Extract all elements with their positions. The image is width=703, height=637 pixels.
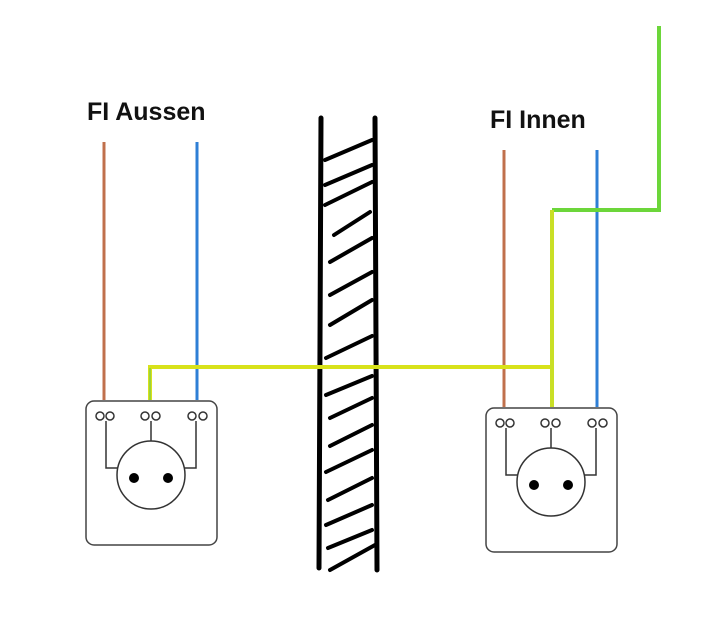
fi-aussen-label: FI Aussen — [87, 98, 206, 126]
green-wire — [552, 26, 661, 212]
socket-inner — [485, 407, 618, 553]
outer-socket-face — [116, 440, 186, 510]
inner-socket-face — [516, 447, 586, 517]
fi-innen-label: FI Innen — [490, 106, 586, 134]
inner-terminals — [495, 418, 608, 428]
outer-terminals — [95, 411, 208, 421]
wall-hatch — [316, 115, 380, 573]
socket-outer — [85, 400, 218, 546]
